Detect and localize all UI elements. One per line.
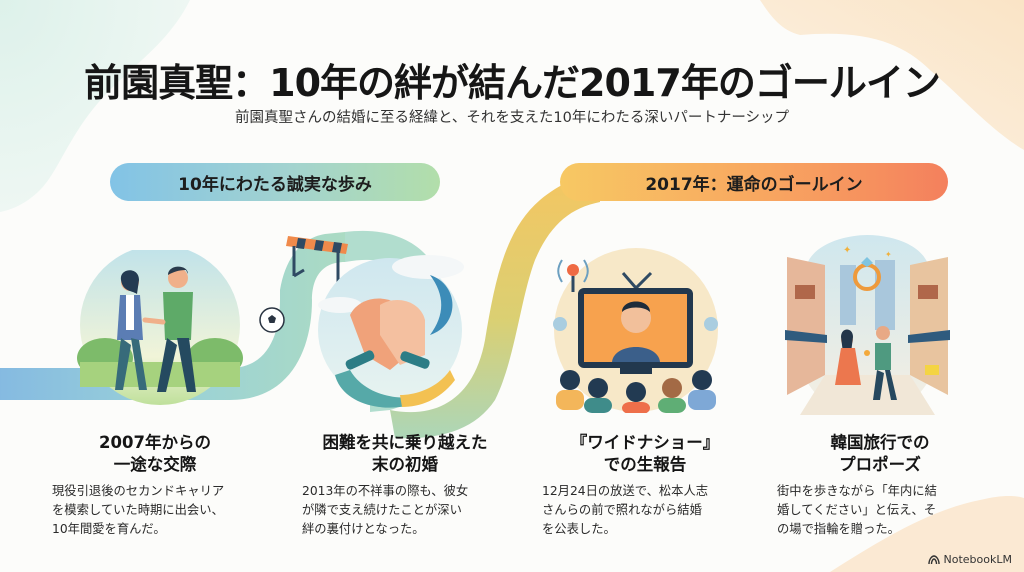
- page-title: 前園真聖：10年の絆が結んだ2017年のゴールイン: [84, 61, 941, 105]
- tv-broadcast-illustration: [553, 248, 718, 413]
- couple-walking-illustration: [77, 250, 243, 405]
- card-heading: 『ワイドナショー』 での生報告: [570, 433, 720, 474]
- card-heading: 困難を共に乗り越えた 末の初婚: [322, 433, 488, 474]
- hurdle-icon: [286, 236, 349, 288]
- card-body: 街中を歩きながら「年内に結 婚してください」と伝え、そ の場で指輪を贈った。: [777, 484, 937, 536]
- section-label: 10年にわたる誠実な歩み: [178, 174, 372, 195]
- card-body: 2013年の不祥事の際も、彼女 が隣で支え続けたことが深い 絆の裏付けとなった。: [302, 484, 469, 536]
- card-dating-since-2007: 2007年からの 一途な交際 現役引退後のセカンドキャリア を模索していた時期に…: [40, 432, 270, 539]
- soccer-ball-icon: [259, 307, 285, 333]
- page-subtitle: 前園真聖さんの結婚に至る経緯と、それを支えた10年にわたる深いパートナーシップ: [234, 110, 790, 126]
- section-pill-journey: 10年にわたる誠実な歩み: [110, 163, 440, 201]
- card-body: 12月24日の放送で、松本人志 さんらの前で照れながら結婚 を公表した。: [542, 484, 709, 536]
- brand-label: NotebookLM: [943, 553, 1012, 566]
- section-pill-goal-in: 2017年：運命のゴールイン: [560, 163, 948, 201]
- card-heading: 2007年からの 一途な交際: [99, 433, 211, 474]
- svg-text:✦: ✦: [885, 250, 892, 259]
- clasped-hands-illustration: [318, 255, 464, 408]
- card-body: 現役引退後のセカンドキャリア を模索していた時期に出会い、 10年間愛を育んだ。: [52, 484, 225, 536]
- section-label: 2017年：運命のゴールイン: [645, 174, 863, 195]
- svg-text:✦: ✦: [843, 245, 851, 256]
- street-proposal-illustration: ✦ ✦: [785, 235, 950, 415]
- card-heading: 韓国旅行での プロポーズ: [830, 433, 930, 474]
- card-wide-na-show-announcement: 『ワイドナショー』 での生報告 12月24日の放送で、松本人志 さんらの前で照れ…: [530, 432, 760, 539]
- card-first-marriage: 困難を共に乗り越えた 末の初婚 2013年の不祥事の際も、彼女 が隣で支え続けた…: [290, 432, 520, 539]
- notebooklm-logo-icon: [927, 554, 940, 564]
- card-korea-proposal: 韓国旅行での プロポーズ 街中を歩きながら「年内に結 婚してください」と伝え、そ…: [765, 432, 995, 539]
- notebooklm-watermark: NotebookLM: [927, 553, 1012, 566]
